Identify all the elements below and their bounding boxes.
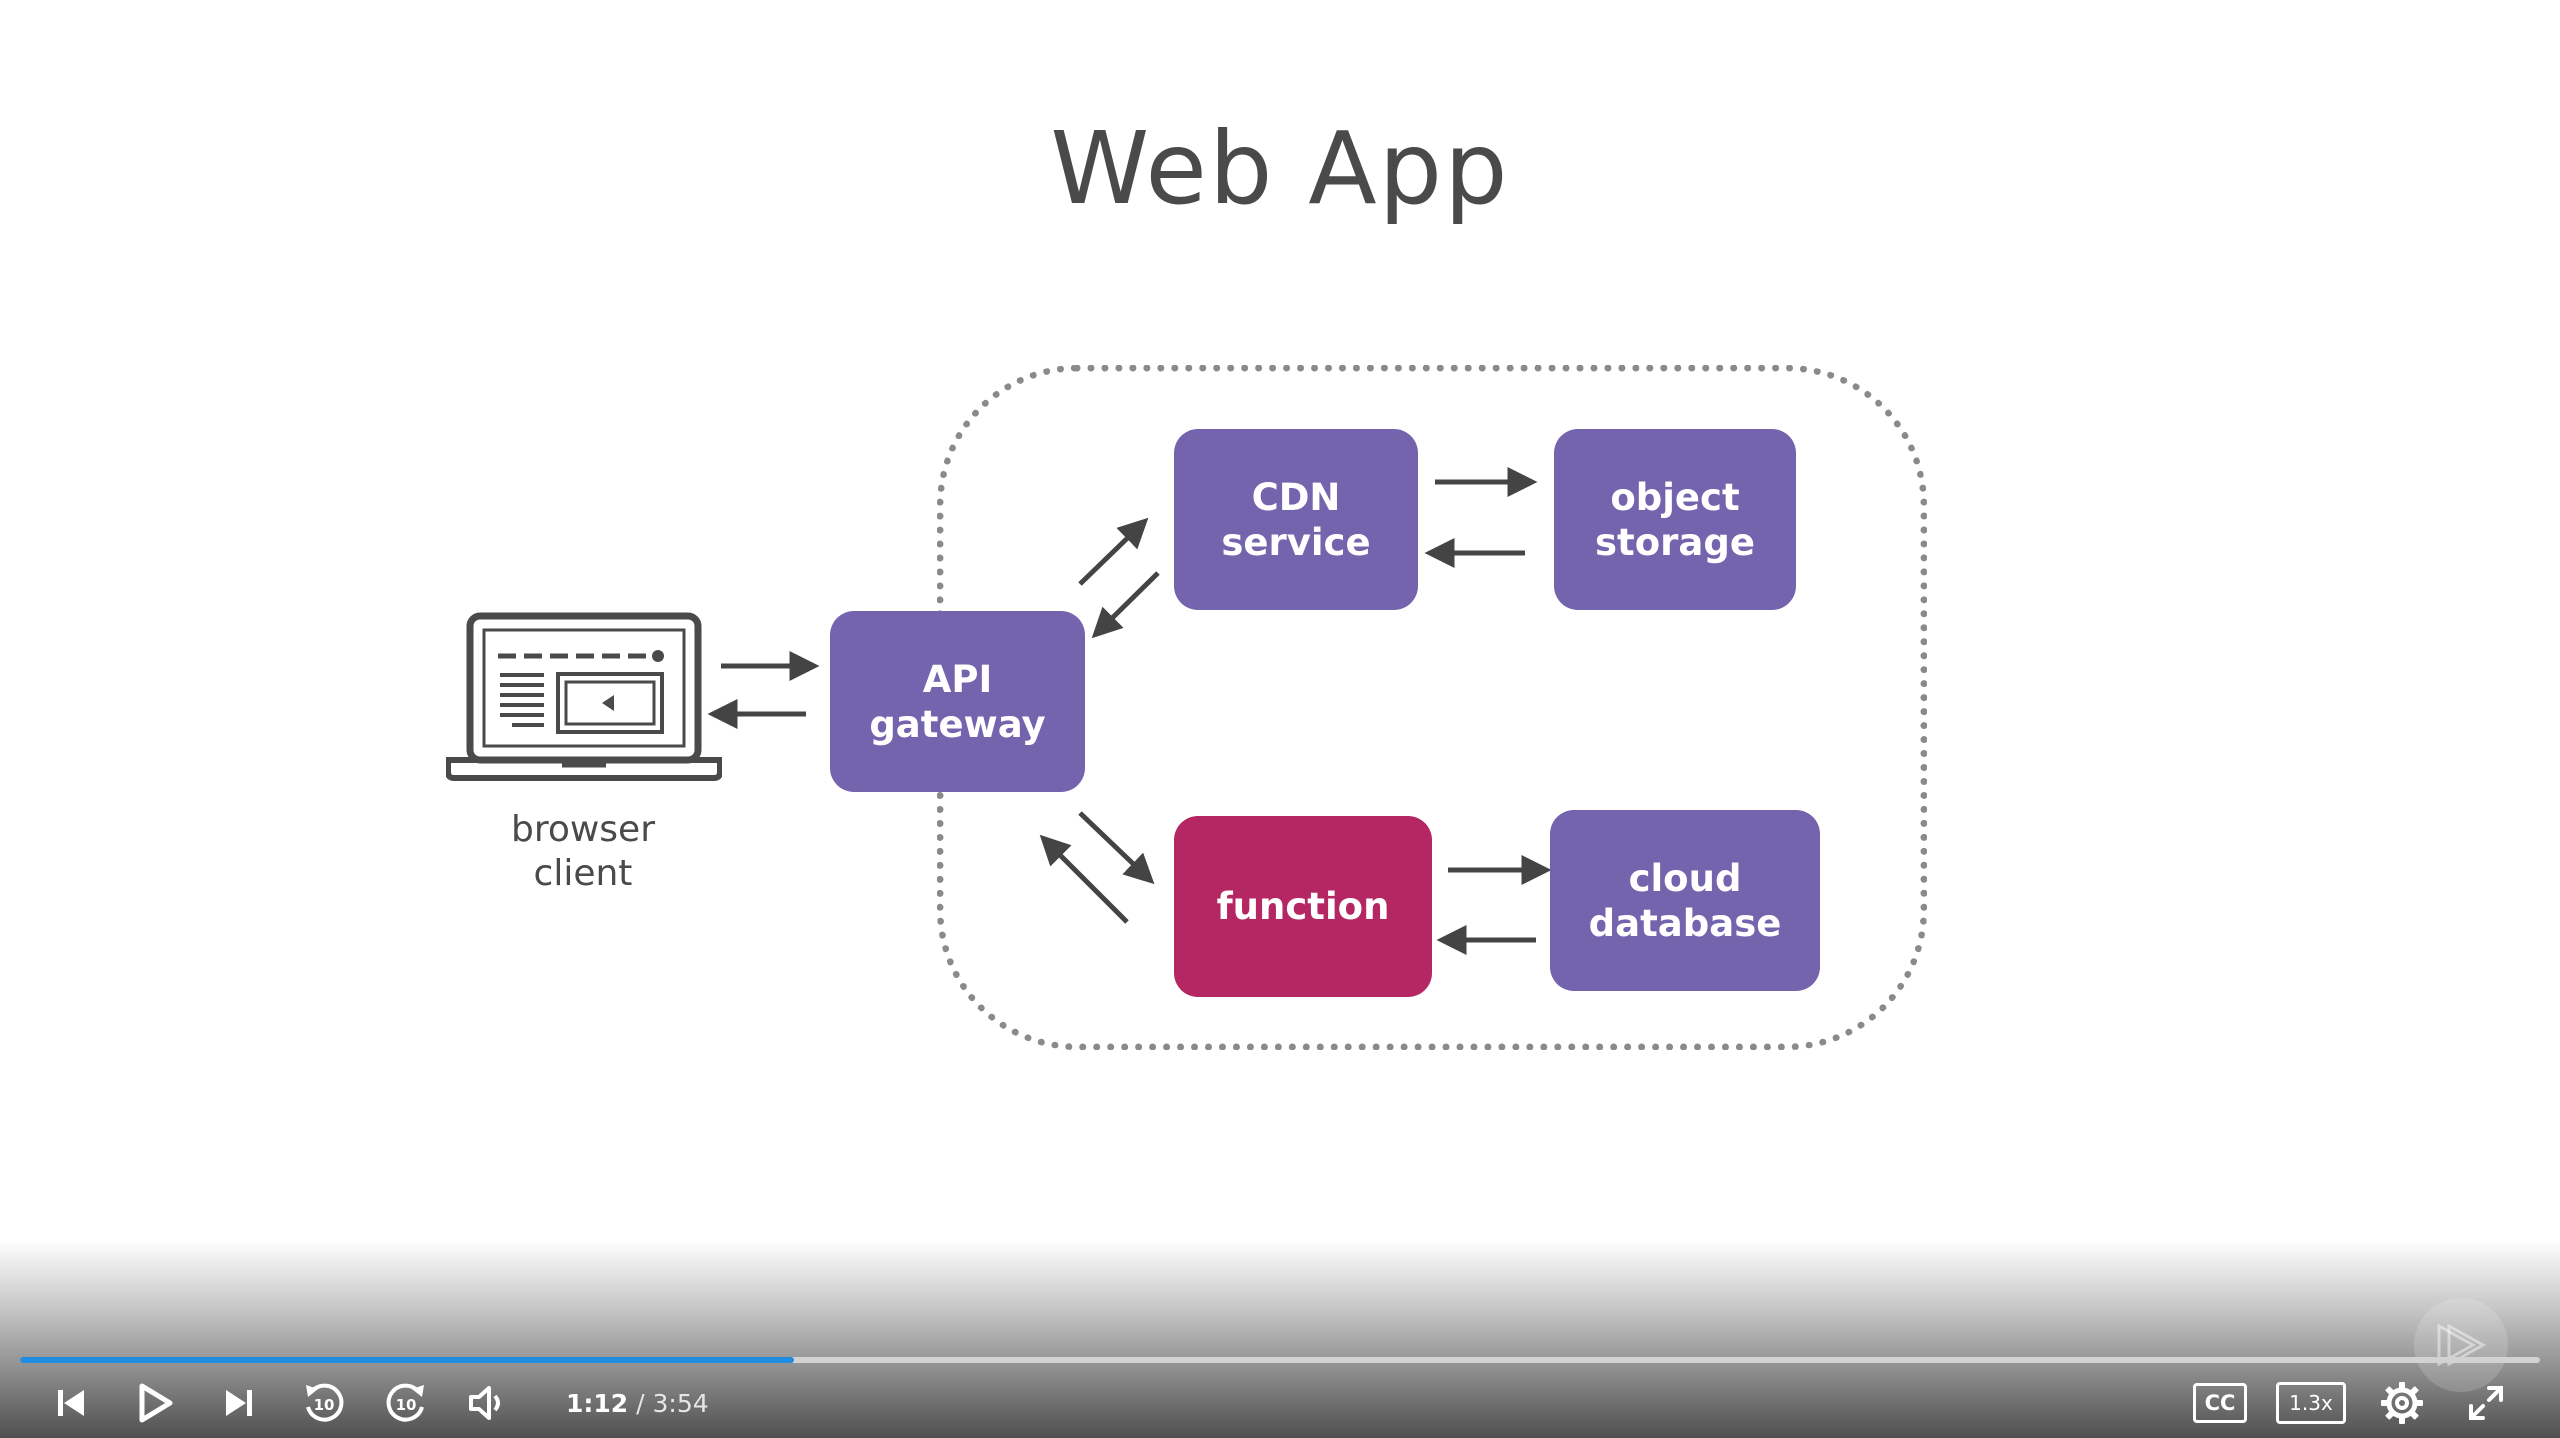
function-node: function <box>1174 816 1432 997</box>
progress-fill <box>20 1357 794 1363</box>
skip-next-icon <box>226 1390 252 1416</box>
progress-bar[interactable] <box>20 1357 2540 1363</box>
cdn-service-node: CDN service <box>1174 429 1418 610</box>
brand-play-icon <box>2414 1298 2508 1392</box>
rewind-10-icon: 10 <box>306 1383 344 1422</box>
current-time: 1:12 <box>566 1389 629 1418</box>
cloud-database-node: cloud database <box>1550 810 1820 991</box>
settings-button[interactable] <box>2374 1373 2430 1433</box>
play-button[interactable] <box>126 1373 182 1433</box>
slide-title: Web App <box>1050 110 1510 227</box>
settings-gear-icon <box>2381 1382 2423 1424</box>
playback-speed-icon: 1.3x <box>2276 1382 2346 1424</box>
svg-text:10: 10 <box>314 1396 335 1414</box>
forward-10-button[interactable]: 10 <box>378 1373 434 1433</box>
object-storage-node: object storage <box>1554 429 1796 610</box>
play-icon <box>139 1383 173 1423</box>
rewind-10-button[interactable]: 10 <box>296 1373 352 1433</box>
volume-button[interactable] <box>460 1373 516 1433</box>
svg-text:10: 10 <box>396 1396 417 1414</box>
time-display: 1:12 / 3:54 <box>566 1388 709 1420</box>
laptop-browser-icon <box>446 612 722 781</box>
fullscreen-icon <box>2469 1386 2503 1420</box>
time-separator: / <box>636 1389 645 1418</box>
closed-captions-icon: CC <box>2193 1383 2247 1423</box>
browser-client-label: browser client <box>510 809 656 894</box>
skip-next-button[interactable] <box>212 1373 268 1433</box>
duration: 3:54 <box>652 1389 709 1418</box>
closed-captions-button[interactable]: CC <box>2190 1373 2250 1433</box>
volume-icon <box>469 1386 500 1420</box>
playback-speed-button[interactable]: 1.3x <box>2272 1373 2350 1433</box>
fullscreen-button[interactable] <box>2458 1373 2514 1433</box>
player-control-bar <box>0 1240 2560 1438</box>
skip-previous-button[interactable] <box>42 1373 98 1433</box>
skip-previous-icon <box>58 1390 84 1416</box>
api-gateway-node: API gateway <box>830 611 1085 792</box>
forward-10-icon: 10 <box>386 1383 424 1422</box>
